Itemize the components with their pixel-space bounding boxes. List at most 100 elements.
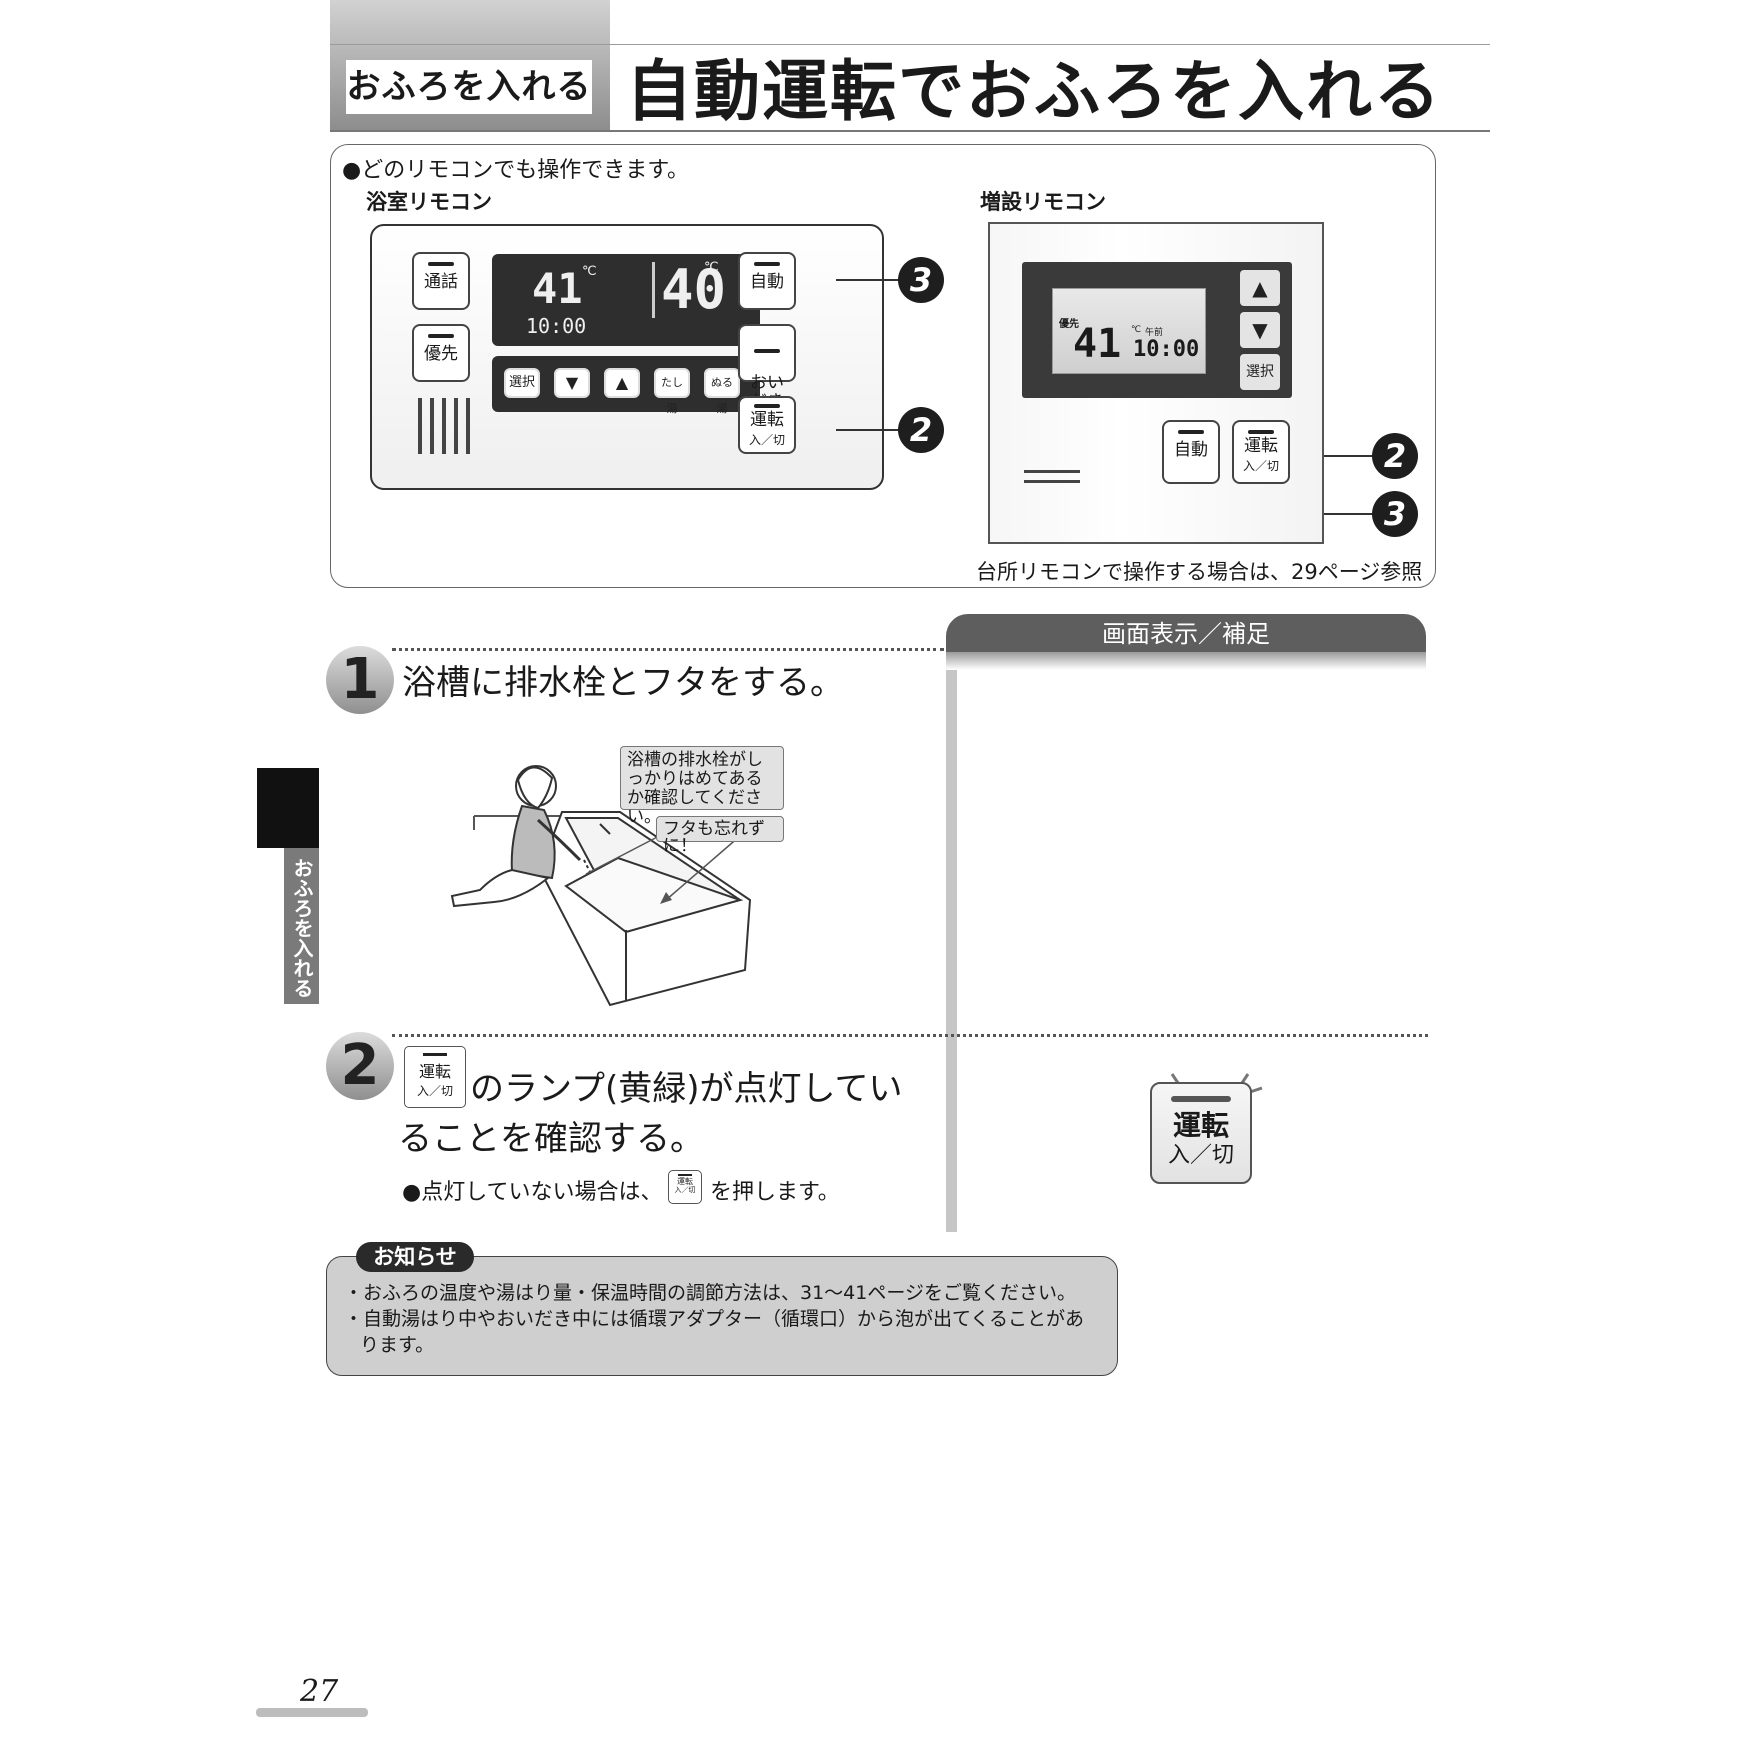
ext-select-button[interactable]: 選択 <box>1240 354 1280 390</box>
notice-line-2: ・自動湯はり中やおいだき中には循環アダプター（循環口）から泡が出てくることがあ <box>344 1308 1085 1330</box>
lid-note: フタも忘れずに！ <box>656 816 784 855</box>
speaker-grille <box>466 398 470 454</box>
intro-note: ●どのリモコンでも操作できます。 <box>342 158 689 183</box>
callout-number-3: 3 <box>1372 491 1418 537</box>
speaker-grille <box>430 398 434 454</box>
step1-number: 1 <box>326 646 394 714</box>
up-key[interactable]: ▲ <box>604 368 640 398</box>
power-key-mini-icon: 運転 入／切 <box>668 1170 702 1204</box>
step2-dotted-rule <box>392 1034 1428 1037</box>
ext-lcd: 優先 41 ℃ 午前 10:00 <box>1052 288 1206 374</box>
power-key-mini-label: 運転 <box>677 1177 693 1186</box>
ext-down-button[interactable]: ▼ <box>1240 312 1280 348</box>
callout-number-2: 2 <box>898 407 944 453</box>
lcd-unit: ℃ <box>582 264 597 279</box>
speaker-grille <box>442 398 446 454</box>
ext-remote-label: 増設リモコン <box>980 190 1106 214</box>
callout-number-3: 3 <box>898 257 944 303</box>
priority-button[interactable]: 優先 <box>412 324 470 382</box>
lcd-temp-set: 41 <box>532 264 583 313</box>
ext-lcd-priority: 優先 <box>1059 319 1079 330</box>
remote-overview-box <box>330 144 1436 588</box>
lamp-indicator <box>428 262 454 266</box>
lamp-indicator <box>1248 430 1274 434</box>
power-key-lit-label: 運転 <box>1172 1109 1229 1142</box>
step2-sub-after: を押します。 <box>710 1180 840 1205</box>
lamp-indicator <box>678 1174 692 1176</box>
lcd-unit: ℃ <box>704 260 719 275</box>
callout-number-2: 2 <box>1372 433 1418 479</box>
notice-box <box>326 1256 1118 1376</box>
auto-button[interactable]: 自動 <box>738 252 796 310</box>
step1-title: 浴槽に排水栓とフタをする。 <box>402 663 844 703</box>
section-badge: おふろを入れる <box>346 60 592 114</box>
notice-line-1: ・おふろの温度や湯はり量・保温時間の調節方法は、31〜41ページをご覧ください。 <box>344 1282 1076 1304</box>
column-divider <box>946 670 957 1232</box>
ext-speaker-slot <box>1024 470 1080 473</box>
step2-number: 2 <box>326 1032 394 1100</box>
power-button-label: 運転 <box>750 410 784 430</box>
auto-button-label: 自動 <box>750 272 784 292</box>
speaker-grille <box>454 398 458 454</box>
lamp-indicator <box>1178 430 1204 434</box>
power-key-mini-sublabel: 入／切 <box>674 1186 696 1194</box>
ext-up-button[interactable]: ▲ <box>1240 270 1280 306</box>
ext-speaker-slot <box>1024 480 1080 483</box>
step2-title-line1: のランプ(黄緑)が点灯してい <box>470 1069 903 1109</box>
bath-remote: 通話 優先 41 ℃ 10:00 40 ℃ 選択 ▼ ▲ たし湯 ぬる湯 自動 … <box>370 224 884 490</box>
power-key-icon-label: 運転 <box>418 1062 451 1081</box>
power-key-icon-sublabel: 入／切 <box>416 1084 453 1098</box>
lamp-indicator <box>754 404 780 408</box>
lamp-indicator <box>754 349 780 353</box>
screen-display-header: 画面表示／補足 <box>946 614 1426 654</box>
page-number: 27 <box>300 1674 339 1709</box>
power-button[interactable]: 運転 入／切 <box>738 396 796 454</box>
call-button[interactable]: 通話 <box>412 252 470 310</box>
lcd-temp-bath: 40 <box>652 262 726 318</box>
power-key-lit: 運転 入／切 <box>1150 1082 1252 1184</box>
call-button-label: 通話 <box>424 272 458 292</box>
bath-lcd: 41 ℃ 10:00 40 ℃ <box>492 254 760 346</box>
ext-lcd-unit: ℃ <box>1131 325 1142 335</box>
power-key-icon: 運転 入／切 <box>404 1046 466 1108</box>
lamp-indicator-lit <box>1171 1096 1231 1102</box>
step1-dotted-rule <box>392 648 944 651</box>
notice-line-3: ります。 <box>360 1334 435 1356</box>
step2-sub-before: ●点灯していない場合は、 <box>402 1180 663 1205</box>
side-tab-marker <box>257 768 319 848</box>
bathtub-illustration <box>450 765 752 1007</box>
bath-keypad: 選択 ▼ ▲ たし湯 ぬる湯 <box>492 356 760 415</box>
page-number-bar <box>256 1708 368 1717</box>
drain-plug-note: 浴槽の排水栓がしっかりはめてあるか確認してください。 <box>620 746 784 827</box>
kitchen-remote-ref: 台所リモコンで操作する場合は、29ページ参照 <box>976 560 1423 584</box>
ext-lcd-temp: 41 <box>1073 321 1122 367</box>
speaker-grille <box>418 398 422 454</box>
select-key[interactable]: 選択 <box>504 368 540 398</box>
priority-button-label: 優先 <box>424 344 458 364</box>
header-rule-top <box>330 44 1490 45</box>
header-shade <box>946 652 1426 670</box>
add-hot-water-key[interactable]: たし湯 <box>654 368 690 415</box>
ext-power-button-label: 運転 <box>1244 436 1278 456</box>
lukewarm-water-key[interactable]: ぬる湯 <box>704 368 740 415</box>
bath-remote-label: 浴室リモコン <box>366 190 492 214</box>
page-title: 自動運転でおふろを入れる <box>626 53 1442 130</box>
ext-power-button[interactable]: 運転 入／切 <box>1232 420 1290 484</box>
ext-power-button-sublabel: 入／切 <box>1242 459 1279 473</box>
power-button-sublabel: 入／切 <box>748 433 785 447</box>
ext-lcd-time: 10:00 <box>1133 337 1200 362</box>
ext-auto-button[interactable]: 自動 <box>1162 420 1220 484</box>
lamp-indicator <box>754 262 780 266</box>
side-tab-label: おふろを入れる <box>284 848 319 1004</box>
power-key-lit-sublabel: 入／切 <box>1167 1143 1234 1168</box>
step2-title-line2: ることを確認する。 <box>398 1119 704 1159</box>
ext-lcd-am: 午前 <box>1145 328 1164 338</box>
notice-tab: お知らせ <box>356 1242 474 1272</box>
lamp-indicator <box>428 334 454 338</box>
lcd-time: 10:00 <box>526 314 587 338</box>
lamp-indicator <box>423 1053 447 1056</box>
down-key[interactable]: ▼ <box>554 368 590 398</box>
header-rule-bottom <box>330 130 1490 132</box>
ext-auto-button-label: 自動 <box>1174 440 1208 460</box>
